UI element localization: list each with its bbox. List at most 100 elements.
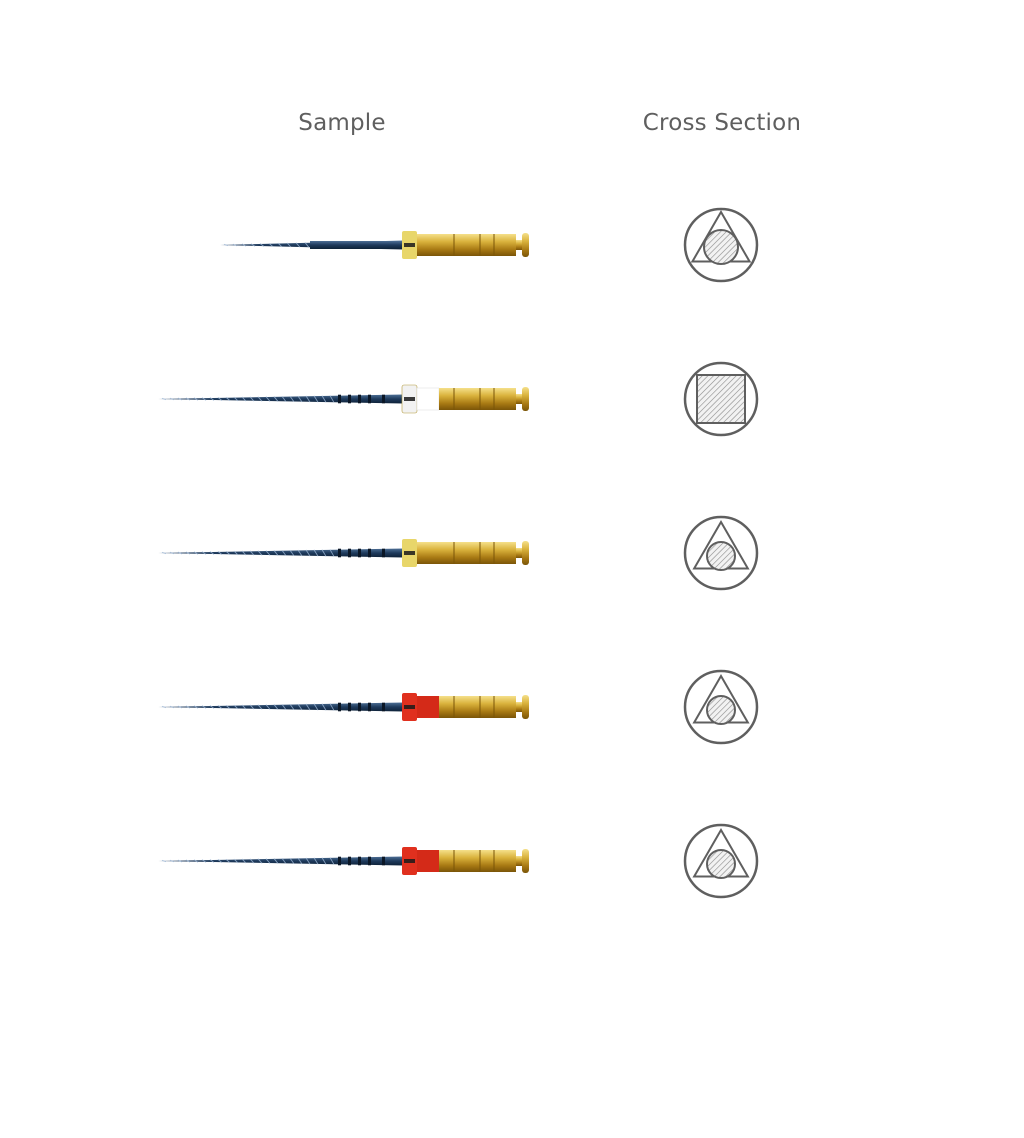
- blade-flute: [281, 858, 287, 864]
- handle-neck: [516, 856, 522, 866]
- endodontic-file-icon: [220, 231, 529, 259]
- file-blade: [158, 394, 404, 404]
- blade-flute: [321, 857, 327, 865]
- blade-flute: [295, 242, 301, 248]
- blade-flute: [209, 551, 215, 555]
- square-cross-section-icon: [683, 361, 759, 437]
- blade-flute: [297, 703, 303, 711]
- depth-mark: [358, 394, 361, 404]
- depth-mark: [368, 702, 371, 712]
- blade-flute: [161, 705, 167, 709]
- handle-knob: [522, 387, 529, 411]
- handle-knob: [522, 849, 529, 873]
- file-row: [0, 205, 1024, 285]
- blade-flute: [232, 243, 238, 247]
- blade-flute: [241, 704, 247, 710]
- core-circle: [706, 541, 736, 571]
- blade-flute: [305, 857, 311, 865]
- file-row: [0, 359, 1024, 439]
- file-blade: [158, 548, 404, 558]
- file-shank: [310, 241, 404, 249]
- blade-flute: [241, 858, 247, 864]
- blade-shape: [158, 702, 404, 712]
- blade-flute: [161, 859, 167, 863]
- blade-flute: [201, 397, 207, 401]
- blade-flute: [329, 703, 335, 711]
- handle-neck: [516, 702, 522, 712]
- blade-flute: [249, 396, 255, 402]
- blade-flute: [281, 396, 287, 402]
- depth-mark: [382, 856, 385, 866]
- blade-flute: [273, 396, 279, 402]
- depth-mark: [368, 856, 371, 866]
- blade-flute: [289, 549, 295, 557]
- file-row: [0, 667, 1024, 747]
- blade-flute: [281, 550, 287, 556]
- blade-flute: [161, 551, 167, 555]
- blade-flute: [169, 397, 175, 401]
- blade-flute: [257, 704, 263, 710]
- blade-flute: [305, 549, 311, 557]
- blade-flute: [297, 395, 303, 403]
- color-ring-sleeve: [417, 696, 439, 718]
- handle-knob: [522, 233, 529, 257]
- handle-neck: [516, 548, 522, 558]
- ring-band: [404, 397, 415, 401]
- blade-flute: [304, 242, 310, 248]
- blade-flute: [185, 397, 191, 401]
- blade-flute: [209, 397, 215, 401]
- blade-flute: [217, 705, 223, 709]
- blade-flute: [257, 396, 263, 402]
- triangle-cross-section-icon: [683, 669, 759, 745]
- blade-flute: [268, 242, 274, 248]
- depth-mark: [348, 548, 351, 558]
- blade-flute: [217, 551, 223, 555]
- blade-flute: [223, 243, 229, 247]
- blade-flute: [257, 858, 263, 864]
- ring-band: [404, 551, 415, 555]
- blade-flute: [321, 703, 327, 711]
- blade-flute: [241, 396, 247, 402]
- core-circle: [706, 849, 736, 879]
- blade-flute: [321, 549, 327, 557]
- depth-mark: [358, 856, 361, 866]
- blade-flute: [177, 397, 183, 401]
- depth-mark: [338, 702, 341, 712]
- gold-handle: [417, 542, 516, 564]
- blade-flute: [225, 396, 231, 402]
- depth-mark: [338, 856, 341, 866]
- blade-flute: [193, 705, 199, 709]
- blade-flute: [329, 857, 335, 865]
- gold-handle: [417, 234, 516, 256]
- blade-flute: [217, 397, 223, 401]
- depth-mark: [382, 548, 385, 558]
- blade-flute: [241, 550, 247, 556]
- blade-flute: [329, 395, 335, 403]
- blade-flute: [201, 859, 207, 863]
- file-blade: [220, 240, 404, 250]
- handle-knob: [522, 541, 529, 565]
- blade-flute: [257, 550, 263, 556]
- blade-flute: [177, 551, 183, 555]
- blade-flute: [209, 859, 215, 863]
- ring-band: [404, 243, 415, 247]
- blade-flute: [225, 550, 231, 556]
- blade-flute: [233, 396, 239, 402]
- blade-flute: [297, 857, 303, 865]
- blade-flute: [185, 551, 191, 555]
- blade-flute: [185, 859, 191, 863]
- depth-mark: [348, 394, 351, 404]
- depth-mark: [382, 394, 385, 404]
- blade-flute: [201, 705, 207, 709]
- triangle-cross-section-icon: [683, 823, 759, 899]
- blade-flute: [201, 551, 207, 555]
- depth-mark: [338, 548, 341, 558]
- endodontic-file-icon: [158, 847, 529, 875]
- blade-flute: [193, 397, 199, 401]
- blade-flute: [225, 858, 231, 864]
- handle-knob: [522, 695, 529, 719]
- blade-shape: [158, 394, 404, 404]
- triangle-cross-section-icon: [683, 207, 759, 283]
- blade-flute: [225, 704, 231, 710]
- cross-section-column-header: Cross Section: [642, 110, 802, 136]
